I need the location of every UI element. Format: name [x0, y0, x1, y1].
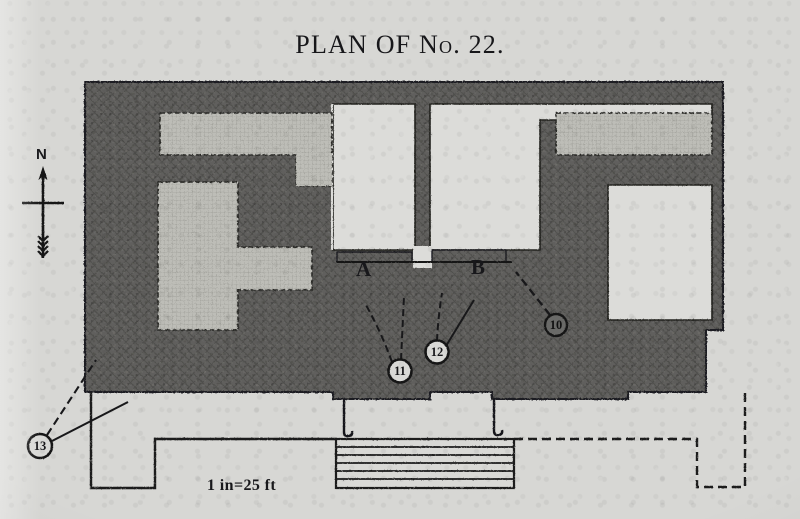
leader-11-left [365, 304, 393, 363]
leader-13-dashed [46, 359, 97, 436]
anta-right [492, 399, 504, 437]
leader-12-diag [445, 299, 475, 347]
callout-circles [26, 312, 569, 460]
page-title: PLAN OF No. 22. [295, 30, 505, 59]
light-block-upper-right [555, 112, 713, 156]
wall-stubs-ab [336, 249, 512, 263]
entrance-steps [334, 437, 516, 490]
compass-label-n: N [36, 146, 47, 163]
callout-circle-10[interactable] [543, 312, 569, 338]
step-treads [336, 446, 514, 480]
compass-fletching [37, 235, 49, 257]
wall-stub-a [336, 251, 413, 263]
scale-label: 1 in=25 ft [207, 477, 277, 494]
callout-circle-12[interactable] [424, 339, 450, 365]
callout-circle-13[interactable] [26, 432, 54, 460]
room-label-b: B [471, 255, 486, 279]
light-block-left-main [157, 181, 313, 331]
masonry-light-regions [157, 112, 713, 331]
open-courts [331, 103, 713, 321]
callout-label-13: 13 [33, 439, 47, 453]
callout-circle-11[interactable] [387, 358, 413, 384]
callout-leaders [46, 271, 551, 442]
court-right-lower [607, 184, 713, 321]
room-label-a: A [356, 257, 372, 281]
compass-head [38, 166, 48, 180]
callout-label-12: 12 [430, 345, 444, 359]
antae-pilasters [342, 399, 504, 438]
light-block-neck [296, 155, 332, 186]
court-neck [413, 246, 432, 268]
light-block-upper-left [159, 112, 333, 187]
terrace-right-outline [514, 392, 747, 489]
anta-left [342, 399, 354, 438]
leader-13-solid [51, 401, 129, 442]
court-t-main [332, 103, 416, 251]
terrace-left-outline [89, 392, 336, 490]
north-arrow-icon [22, 166, 64, 258]
wall-stub-b [431, 249, 507, 263]
callout-label-11: 11 [394, 364, 406, 378]
callout-label-10: 10 [549, 318, 563, 332]
forecourt [89, 392, 747, 490]
leader-10-dashed [515, 271, 551, 316]
leader-12-up [436, 292, 443, 342]
